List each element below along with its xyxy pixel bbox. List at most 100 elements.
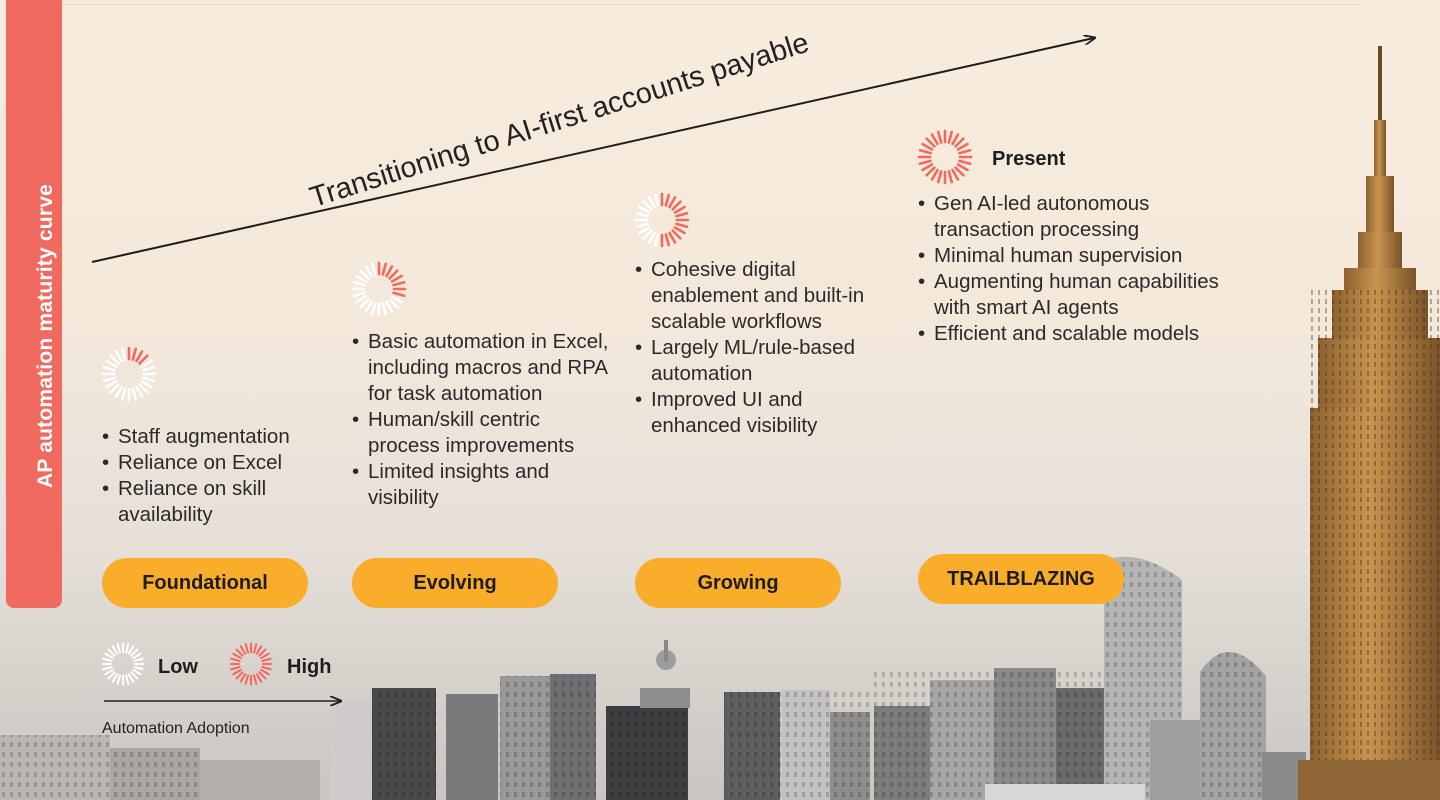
dial-tick [388, 269, 399, 280]
top-divider [62, 4, 1362, 5]
dial-tick [392, 291, 406, 298]
dial-tick [104, 652, 114, 660]
dial-tick [258, 671, 267, 680]
dial-tick [102, 666, 113, 671]
dial-tick [954, 166, 965, 177]
dial-tick [951, 133, 960, 146]
dial-tick [131, 347, 138, 361]
dial-tick [232, 652, 242, 660]
stage-bullets-growing: Cohesive digital enablement and built-in… [635, 257, 883, 439]
dial-tick [352, 291, 366, 298]
dial-tick [635, 222, 649, 229]
dial-tick [107, 648, 116, 657]
dial-tick [125, 643, 130, 654]
legend-low-label: Low [158, 656, 198, 678]
dial-tick [664, 233, 671, 247]
dial-tick [133, 657, 144, 662]
dial-tick [131, 387, 138, 401]
dial-tick [109, 354, 120, 365]
legend-low-dial-icon [101, 642, 145, 686]
dial-tick [105, 359, 118, 368]
dial-tick [261, 657, 272, 662]
dial-tick [116, 674, 121, 685]
dial-tick [114, 385, 123, 398]
adoption-dial-icon [634, 192, 690, 248]
dial-tick [921, 142, 934, 151]
dial-tick [635, 211, 649, 218]
dial-tick [104, 668, 114, 676]
dial-tick [135, 350, 144, 363]
bullet-item: Human/skill centric process improvements [352, 407, 614, 459]
dial-tick [958, 148, 972, 155]
dial-tick [255, 673, 263, 683]
adoption-dial-icon [351, 261, 407, 317]
stage-label-trailblazing: TRAILBLAZING [918, 554, 1124, 604]
dial-tick [111, 645, 119, 655]
dial-tick [359, 269, 370, 280]
dial-tick [235, 648, 244, 657]
dial-tick [675, 222, 689, 229]
dial-tick [388, 298, 399, 309]
dial-tick [255, 645, 263, 655]
dial-tick [138, 383, 149, 394]
dial-tick [918, 159, 932, 166]
dial-tick [127, 645, 135, 655]
dial-tick [130, 671, 139, 680]
stage-bullets-evolving: Basic automation in Excel, including mac… [352, 329, 614, 511]
dial-tick [668, 231, 677, 244]
dial-tick [111, 673, 119, 683]
dial-tick [671, 229, 682, 240]
dial-tick [385, 265, 394, 278]
dial-tick [244, 674, 249, 685]
dial-tick [142, 376, 156, 383]
trend-arrow [91, 38, 1094, 263]
bullet-item: Improved UI and enhanced visibility [635, 387, 883, 439]
dial-tick [261, 666, 272, 671]
dial-tick [140, 380, 153, 389]
dial-tick [381, 302, 388, 316]
dial-tick [925, 166, 936, 177]
dial-tick [107, 671, 116, 680]
dial-tick [116, 643, 121, 654]
dial-tick [958, 159, 972, 166]
dial-tick [135, 385, 144, 398]
dial-tick [239, 673, 247, 683]
dial-tick [109, 383, 120, 394]
dial-tick [260, 668, 270, 676]
bullet-item: Reliance on Excel [102, 450, 330, 476]
bullet-item: Staff augmentation [102, 424, 330, 450]
dial-tick [120, 387, 127, 401]
dial-tick [132, 652, 142, 660]
adoption-dial-icon [917, 129, 973, 185]
adoption-axis-label: Automation Adoption [102, 720, 250, 737]
bullet-item: Limited insights and visibility [352, 459, 614, 511]
stage-label-evolving: Evolving [352, 558, 558, 608]
dial-tick [352, 280, 366, 287]
dial-tick [364, 300, 373, 313]
dial-tick [102, 657, 113, 662]
dial-tick [936, 170, 943, 184]
dial-tick [230, 657, 241, 662]
bullet-item: Augmenting human capabilities with smart… [918, 269, 1248, 321]
dial-tick [947, 170, 954, 184]
dial-tick [142, 365, 156, 372]
dial-tick [127, 673, 135, 683]
dial-tick [668, 196, 677, 209]
dial-tick [647, 231, 656, 244]
dial-tick [956, 142, 969, 151]
stage-label-growing: Growing [635, 558, 841, 608]
bullet-item: Basic automation in Excel, including mac… [352, 329, 614, 407]
dial-tick [921, 163, 934, 172]
dial-tick [370, 262, 377, 276]
dial-tick [130, 648, 139, 657]
dial-tick [355, 274, 368, 283]
bullet-item: Reliance on skill availability [102, 476, 330, 528]
dial-tick [951, 168, 960, 181]
dial-tick [390, 295, 403, 304]
dial-tick [239, 645, 247, 655]
stage-label-foundational: Foundational [102, 558, 308, 608]
dial-tick [138, 354, 149, 365]
dial-tick [642, 200, 653, 211]
bullet-item: Minimal human supervision [918, 243, 1248, 269]
dial-tick [125, 674, 130, 685]
